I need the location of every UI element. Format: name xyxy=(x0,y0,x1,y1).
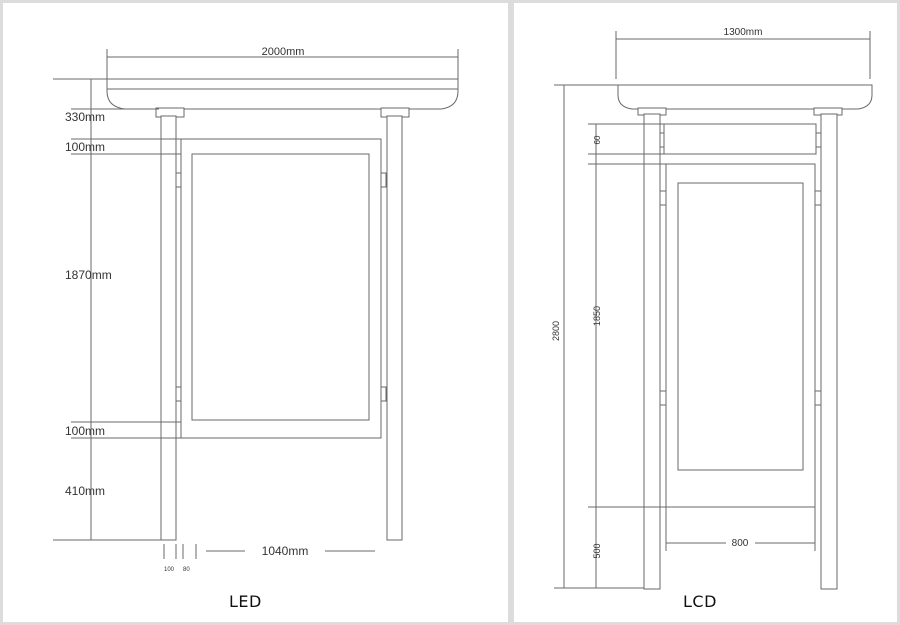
led-bracket xyxy=(380,386,387,402)
lcd-screen-height-label: 1850 xyxy=(592,306,602,326)
led-panel: 2000mm 330mm 100mm 1870mm 100mm 410mm 10… xyxy=(3,3,508,622)
led-post-small-b-label: 80 xyxy=(183,567,190,573)
led-bottom-frame-label: 100mm xyxy=(65,424,105,438)
lcd-bracket xyxy=(814,190,822,206)
lcd-width-label: 1300mm xyxy=(724,27,763,38)
led-bracket xyxy=(175,386,182,402)
lcd-display-screen xyxy=(677,182,804,471)
lcd-total-height-label: 2800 xyxy=(551,321,561,341)
lcd-caption: LCD xyxy=(683,592,717,611)
lcd-base-height-label: 500 xyxy=(592,543,602,558)
led-caption: LED xyxy=(229,592,262,611)
lcd-bracket xyxy=(659,390,667,406)
lcd-panel-width-label: 800 xyxy=(732,538,749,549)
lcd-panel: 1300mm 2800 60 1850 500 800 LCD xyxy=(514,3,897,622)
led-post-right xyxy=(386,115,403,541)
lcd-header-height-label: 60 xyxy=(593,135,602,144)
lcd-drawing: 1300mm 2800 60 1850 500 800 xyxy=(551,27,873,590)
led-bracket xyxy=(380,172,387,188)
led-panel-width-label: 1040mm xyxy=(262,544,309,558)
led-post-small-a-label: 100 xyxy=(164,567,175,573)
led-top-frame-label: 100mm xyxy=(65,140,105,154)
led-base-height-label: 410mm xyxy=(65,484,105,498)
lcd-post-right xyxy=(820,113,838,590)
led-bracket xyxy=(175,172,182,188)
led-width-label: 2000mm xyxy=(262,46,305,58)
led-display-screen xyxy=(191,153,370,421)
lcd-roof xyxy=(617,84,873,110)
lcd-post-left xyxy=(643,113,661,590)
lcd-header-box xyxy=(663,123,817,155)
led-roof-height-label: 330mm xyxy=(65,110,105,124)
led-roof xyxy=(106,78,459,110)
led-screen-height-label: 1870mm xyxy=(65,268,112,282)
lcd-bracket xyxy=(814,390,822,406)
lcd-display-frame xyxy=(665,163,816,508)
led-post-left xyxy=(160,115,177,541)
lcd-bracket xyxy=(659,190,667,206)
led-drawing: 2000mm 330mm 100mm 1870mm 100mm 410mm 10… xyxy=(53,46,459,573)
led-display-frame xyxy=(180,138,382,439)
